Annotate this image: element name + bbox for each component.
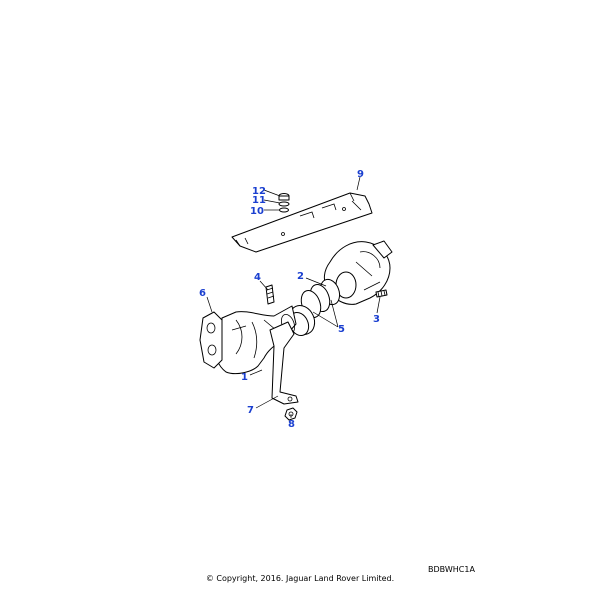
callout-10: 10 [250, 206, 264, 217]
manifold-gasket-part [199, 311, 223, 369]
heat-shield-part [231, 192, 373, 253]
seal-rings-part [288, 278, 341, 337]
support-bracket-part [269, 321, 299, 405]
callout-9: 9 [357, 169, 364, 180]
illustration-code: BDBWHC1A [428, 565, 475, 574]
callout-5: 5 [338, 324, 345, 335]
spring-pin-part [265, 284, 275, 305]
callout-6: 6 [199, 288, 206, 299]
copyright-notice: © Copyright, 2016. Jaguar Land Rover Lim… [205, 574, 395, 583]
callout-2: 2 [297, 271, 304, 282]
callout-1: 1 [241, 372, 248, 383]
leader-lines [206, 176, 381, 418]
callout-8: 8 [288, 419, 295, 430]
callout-3: 3 [373, 314, 380, 325]
callout-4: 4 [254, 272, 261, 283]
callout-11: 11 [252, 195, 266, 206]
nut-washer-stack [278, 193, 290, 213]
callout-7: 7 [247, 405, 254, 416]
callout-12: 12 [252, 186, 266, 197]
stud-part [375, 289, 388, 298]
